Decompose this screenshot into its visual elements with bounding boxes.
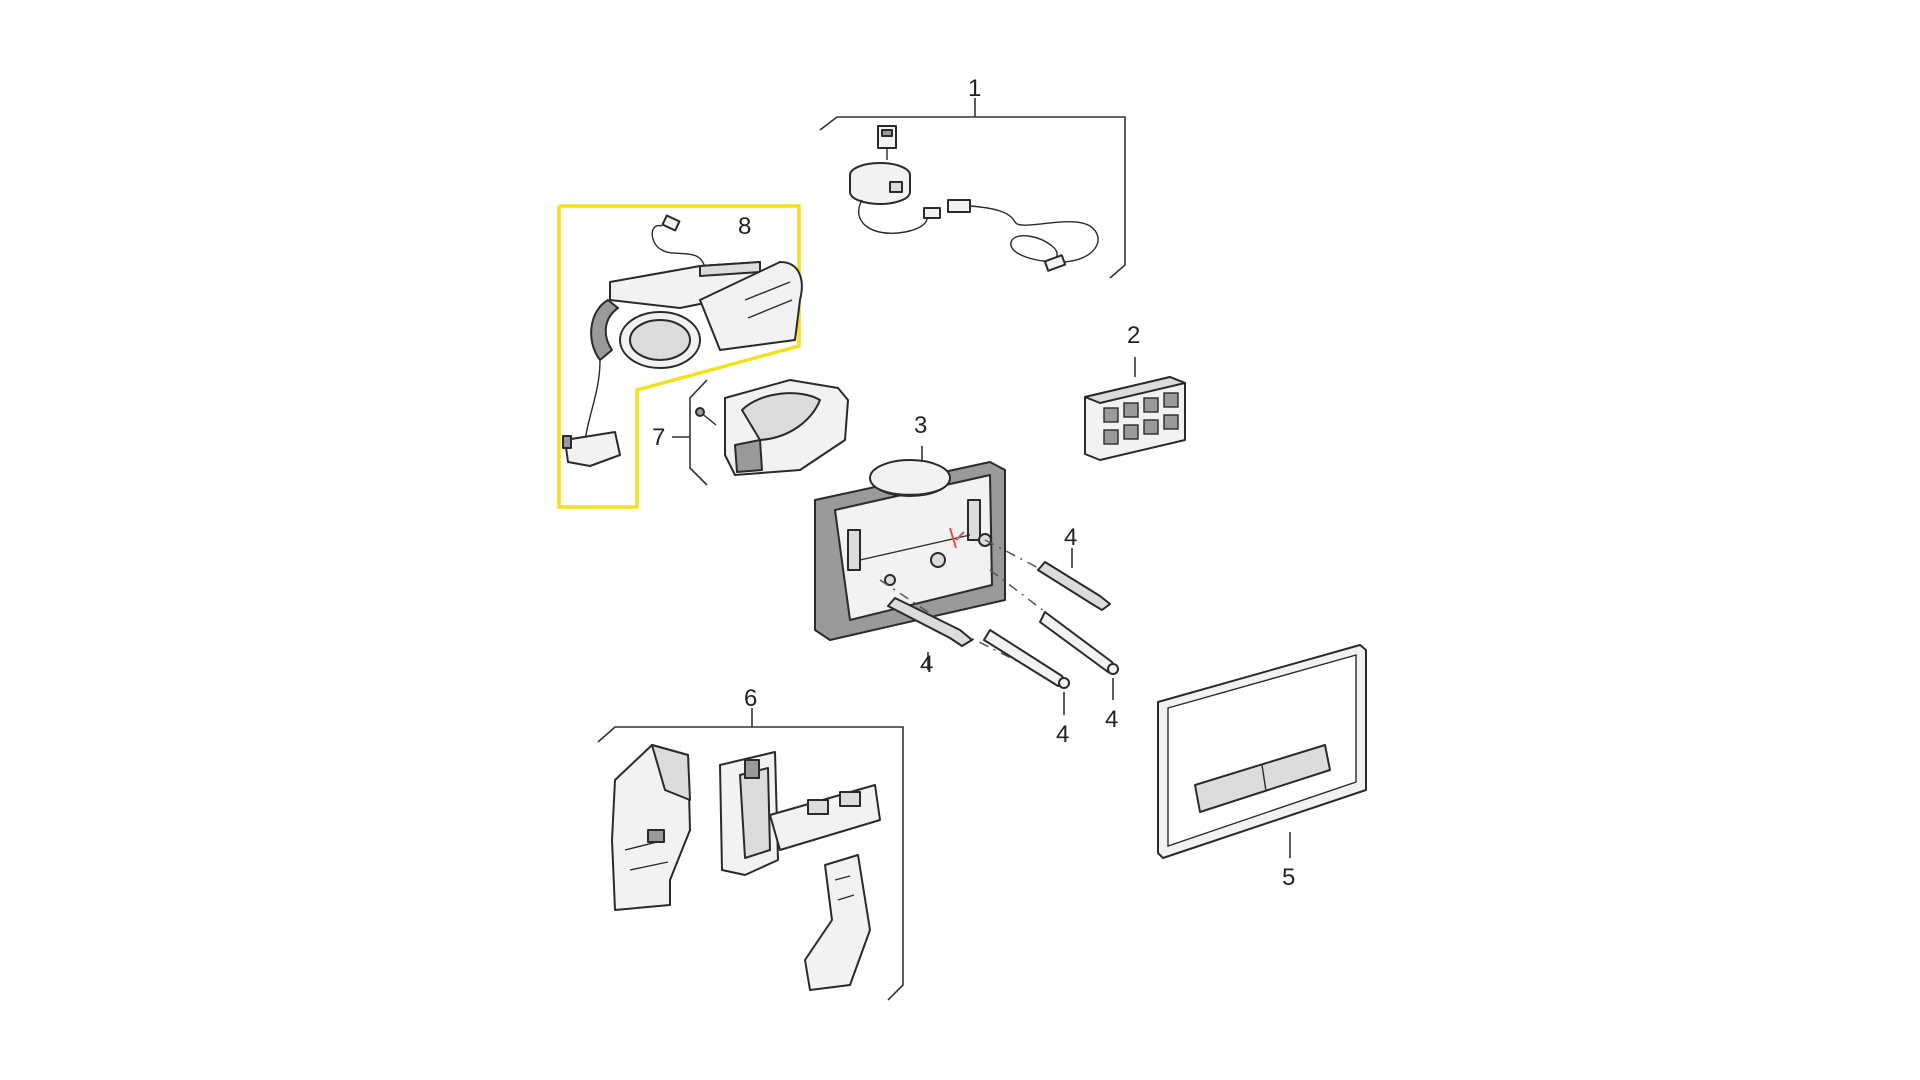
callout-3: 3 xyxy=(914,412,927,439)
callout-7: 7 xyxy=(652,424,665,451)
callout-8: 8 xyxy=(738,213,751,240)
part-7-bracket xyxy=(672,379,849,486)
callout-4-top: 4 xyxy=(1064,524,1077,551)
part-6-cassette-parts xyxy=(597,708,904,1001)
callout-4-left: 4 xyxy=(920,651,933,678)
callout-4-right: 4 xyxy=(1105,706,1118,733)
callout-5: 5 xyxy=(1282,864,1295,891)
callout-labels: 1 2 3 4 4 4 4 5 6 7 8 xyxy=(652,75,1295,891)
highlight-outline xyxy=(557,204,801,509)
part-8-flush-unit xyxy=(557,204,803,509)
callout-6: 6 xyxy=(744,685,757,712)
part-4-rods xyxy=(879,539,1119,715)
part-3-mounting-frame xyxy=(814,446,1006,641)
callout-1: 1 xyxy=(968,75,981,102)
part-2-filter xyxy=(1084,357,1186,461)
part-1-sensor-cable xyxy=(819,98,1126,279)
callout-4-bottom: 4 xyxy=(1056,721,1069,748)
callout-2: 2 xyxy=(1127,322,1140,349)
part-5-actuator-plate xyxy=(1157,644,1367,859)
